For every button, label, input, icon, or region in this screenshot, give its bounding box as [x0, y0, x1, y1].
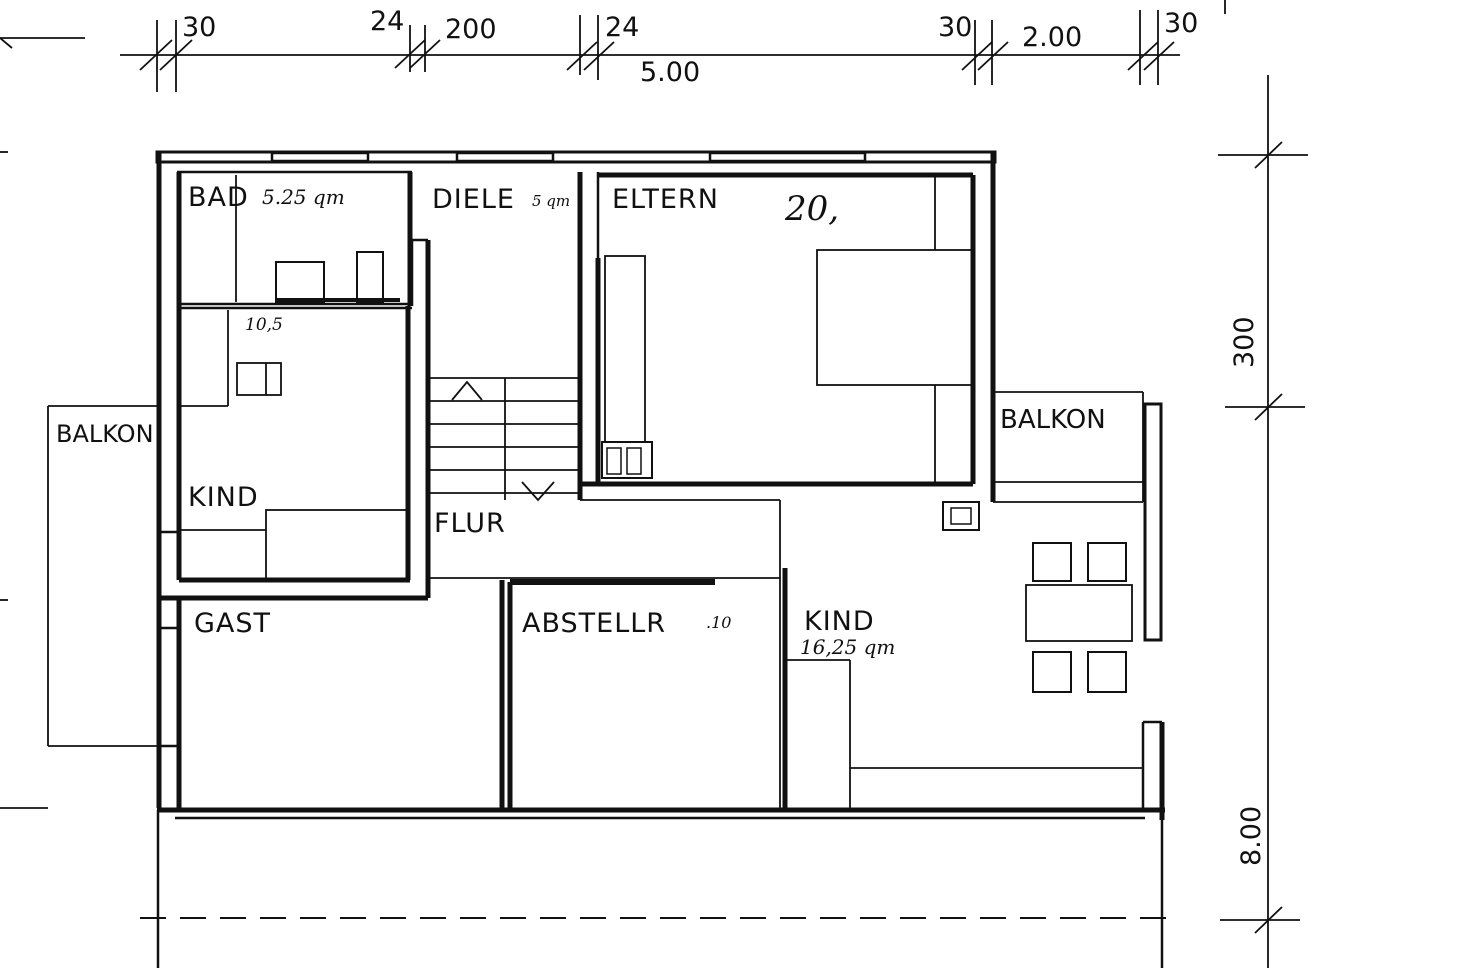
area-diele: 5 qm: [532, 192, 570, 210]
kind-left-room: [160, 306, 428, 630]
diele-flur-area: [410, 172, 780, 598]
dim-top-7: 2.00: [1022, 22, 1082, 53]
windows-top: [270, 151, 867, 163]
room-label-diele: DIELE: [432, 184, 515, 215]
dim-top-6: 30: [938, 12, 972, 43]
bad-room: [179, 172, 413, 310]
room-label-flur: FLUR: [434, 508, 506, 539]
dim-top-4: 24: [605, 12, 639, 43]
dim-right-1: 300: [1229, 316, 1260, 368]
right-dimension-chain: [1218, 75, 1308, 968]
dim-top-1: 30: [182, 12, 216, 43]
room-label-kind-right: KIND: [804, 606, 875, 637]
room-label-gast: GAST: [194, 608, 271, 639]
dim-top-5: 5.00: [640, 57, 700, 88]
abstellr-room: [507, 500, 788, 810]
area-kind-left: 10,5: [245, 315, 283, 335]
kind-right-room: [785, 501, 1143, 810]
room-label-abstellr: ABSTELLR: [522, 608, 666, 639]
room-label-eltern: ELTERN: [612, 184, 719, 215]
lower-terrace: [0, 151, 1172, 968]
room-label-balkon-right: BALKON: [1000, 405, 1106, 435]
top-dimension-chain: [0, 0, 1226, 92]
room-label-balkon-left: BALKON: [56, 420, 154, 448]
area-kind-right: 16,25 qm: [800, 635, 895, 659]
area-abstellr: .10: [706, 613, 731, 632]
outer-walls: [155, 150, 1165, 820]
dim-right-2: 8.00: [1236, 806, 1267, 866]
dim-top-3: 200: [445, 14, 497, 45]
eltern-room: [580, 172, 976, 487]
room-label-bad: BAD: [188, 182, 249, 213]
balkon-right: [993, 391, 1163, 642]
dim-top-2: 24: [370, 6, 404, 37]
dim-top-8: 30: [1164, 8, 1198, 39]
room-label-kind-left: KIND: [188, 482, 259, 513]
balkon-left: [47, 405, 182, 810]
area-bad: 5.25 qm: [262, 185, 345, 209]
area-eltern: 20,: [784, 189, 839, 229]
